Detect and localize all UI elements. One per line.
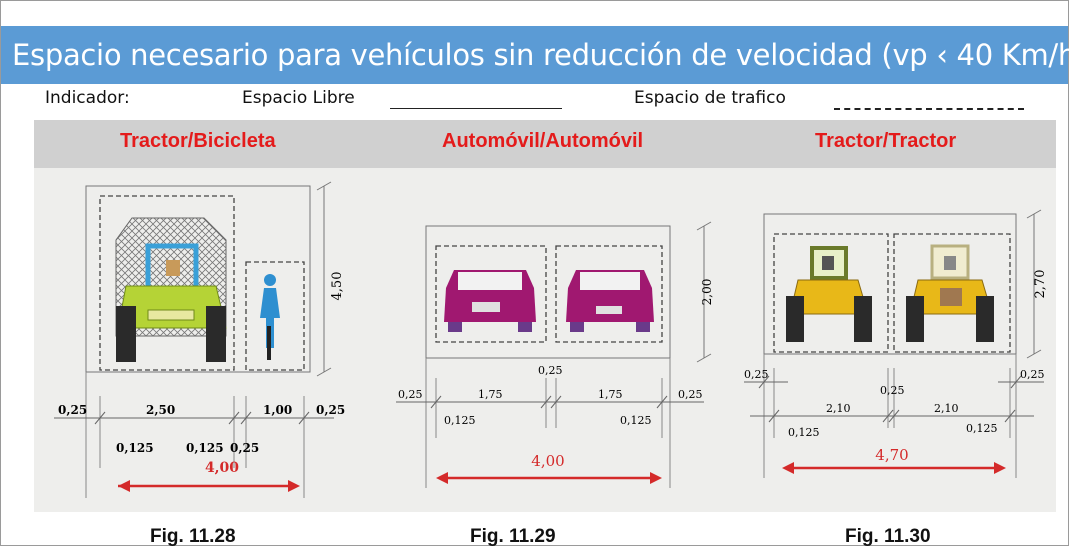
dim-2-10-left: 2,10 [826, 402, 851, 415]
free-space-label: Espacio Libre [242, 88, 355, 108]
panel-title-tractor-bicycle: Tractor/Bicicleta [120, 130, 276, 152]
tractor-right-clearance-box [893, 233, 1011, 353]
dim-0-25-right: 0,25 [678, 388, 703, 401]
dim-0-25-right: 0,25 [316, 403, 345, 417]
dim-0-125-left: 0,125 [444, 414, 476, 427]
slide-title: Espacio necesario para vehículos sin red… [12, 38, 1069, 72]
dim-0-25-middle: 0,25 [538, 364, 563, 377]
dim-0-25-left: 0,25 [398, 388, 423, 401]
panel-title-tractor-tractor: Tractor/Tractor [815, 130, 957, 152]
free-space-line-sample [390, 108, 562, 109]
car-left-clearance-box [435, 245, 547, 343]
total-width-label: 4,70 [875, 446, 908, 464]
bicycle-clearance-box [245, 261, 305, 371]
yellow-tractor-right-icon [906, 244, 994, 342]
figure-panel-tractor-bicycle: 4,50 0,25 2,50 1,00 0,25 0,125 0,125 0,2… [34, 168, 386, 512]
dim-0-25-middle: 0,25 [880, 384, 905, 397]
traffic-space-dash-sample [834, 108, 1024, 110]
dim-1-00: 1,00 [263, 403, 292, 417]
traffic-space-outline [425, 225, 671, 359]
height-label: 4,50 [330, 272, 345, 301]
panel-header-band [34, 120, 1056, 168]
total-width-label: 4,00 [531, 452, 564, 470]
diagram-car-car: 2,00 0,25 1,75 0,25 1,75 0,25 0,125 0,12… [396, 221, 714, 488]
dim-0-125-left: 0,125 [788, 426, 820, 439]
dim-2-10-right: 2,10 [934, 402, 959, 415]
dim-0-25-right: 0,25 [1020, 368, 1045, 381]
traffic-space-outline [763, 213, 1017, 355]
figure-caption-11-29: Fig. 11.29 [470, 526, 556, 547]
figure-caption-11-30: Fig. 11.30 [845, 526, 931, 547]
dim-0-125-right: 0,125 [620, 414, 652, 427]
height-label: 2,00 [700, 279, 714, 306]
car-right-clearance-box [555, 245, 663, 343]
traffic-space-outline [85, 185, 311, 373]
indicator-label: Indicador: [45, 88, 130, 108]
dim-0-25-left: 0,25 [58, 403, 87, 417]
traffic-space-label: Espacio de trafico [634, 88, 786, 108]
figure-panel-tractor-tractor: 2,70 0,25 0,25 2,10 2,10 0,25 0,125 0,12… [734, 168, 1056, 512]
car-rear-icon [566, 270, 654, 332]
dim-0-25-left: 0,25 [744, 368, 769, 381]
tractor-icon [116, 243, 227, 362]
cyclist-icon [260, 274, 280, 360]
tractor-left-clearance-box [773, 233, 889, 353]
total-width-label: 4,00 [205, 460, 239, 476]
diagram-tractor-tractor: 2,70 0,25 0,25 2,10 2,10 0,25 0,125 0,12… [744, 209, 1048, 478]
dim-0-25-c: 0,25 [230, 441, 259, 455]
dim-1-75-right: 1,75 [598, 388, 623, 401]
dim-2-50: 2,50 [146, 403, 175, 417]
yellow-tractor-left-icon [786, 246, 872, 342]
panel-title-car-car: Automóvil/Automóvil [442, 130, 644, 152]
tractor-clearance-box [99, 195, 235, 371]
figure-panel-car-car: 2,00 0,25 1,75 0,25 1,75 0,25 0,125 0,12… [386, 168, 734, 512]
diagram-tractor-bicycle: 4,50 0,25 2,50 1,00 0,25 0,125 0,125 0,2… [54, 181, 345, 498]
dim-1-75-left: 1,75 [478, 388, 503, 401]
figure-caption-11-28: Fig. 11.28 [150, 526, 236, 547]
title-bar [1, 26, 1068, 84]
dim-0-125-right: 0,125 [966, 422, 998, 435]
car-front-icon [444, 270, 536, 332]
height-label: 2,70 [1033, 270, 1048, 299]
dim-0-125-b: 0,125 [186, 441, 224, 455]
dim-0-125-a: 0,125 [116, 441, 154, 455]
